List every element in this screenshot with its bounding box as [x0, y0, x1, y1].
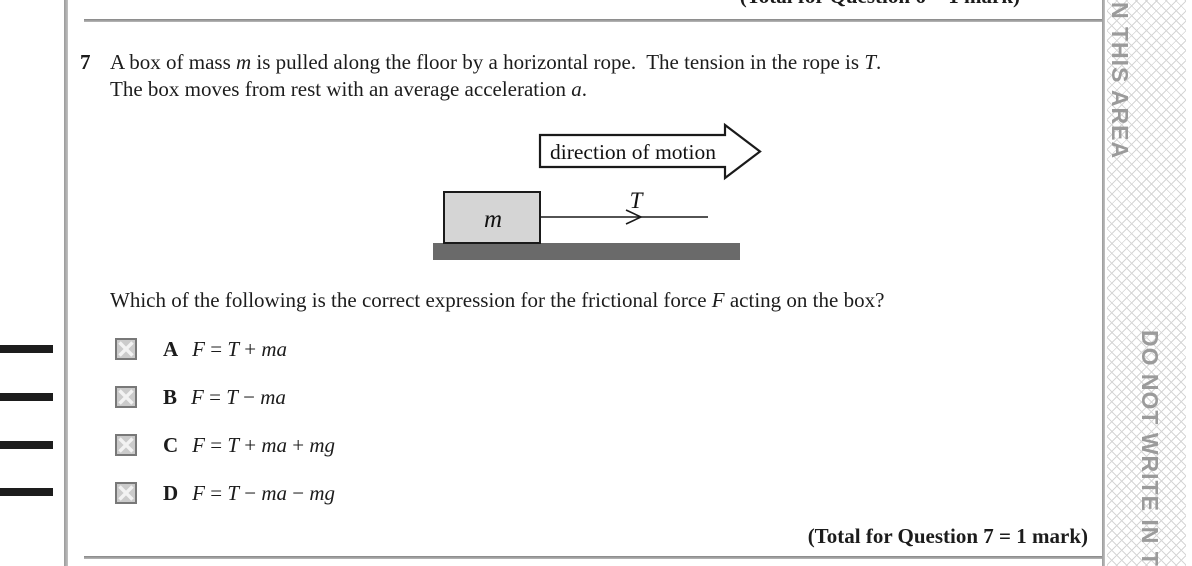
prev-question-total: (Total for Question 6 = 1 mark)	[740, 0, 1020, 7]
option-letter: C	[163, 432, 179, 457]
binding-mark	[0, 441, 53, 449]
mass-label: m	[484, 206, 502, 233]
option-formula: F = T − ma − mg	[192, 480, 336, 505]
left-page-border	[64, 0, 68, 566]
option-checkbox-c[interactable]	[115, 434, 137, 456]
tension-label: T	[630, 188, 645, 213]
option-formula: F = T + ma + mg	[192, 432, 336, 457]
option-checkbox-b[interactable]	[115, 386, 137, 408]
direction-arrow-outline	[538, 122, 762, 181]
question-number: 7	[80, 50, 91, 74]
question-prompt: Which of the following is the correct ex…	[110, 288, 885, 312]
right-page-border	[1102, 0, 1105, 566]
option-row-c: C F = T + ma + mg	[115, 433, 335, 457]
cross-icon	[118, 341, 134, 357]
binding-mark	[0, 393, 53, 401]
direction-label: direction of motion	[550, 140, 716, 164]
margin-text-bottom: DO NOT WRITE IN THIS	[1137, 330, 1163, 566]
cross-icon	[118, 485, 134, 501]
option-checkbox-a[interactable]	[115, 338, 137, 360]
stem-line-2: The box moves from rest with an average …	[110, 77, 587, 101]
option-formula: F = T + ma	[192, 336, 288, 361]
cross-icon	[118, 389, 134, 405]
option-letter: A	[163, 336, 179, 361]
binding-mark	[0, 345, 53, 353]
stem-line-1: A box of mass m is pulled along the floo…	[110, 50, 882, 74]
do-not-write-margin	[1107, 0, 1186, 566]
floor-bar	[433, 243, 740, 260]
question-diagram: direction of motion m T	[433, 122, 762, 260]
bottom-rule	[84, 556, 1102, 559]
option-checkbox-d[interactable]	[115, 482, 137, 504]
option-letter: B	[163, 384, 178, 409]
binding-mark	[0, 488, 53, 496]
option-row-d: D F = T − ma − mg	[115, 481, 335, 505]
question-stem: A box of mass m is pulled along the floo…	[110, 49, 1060, 103]
option-formula: F = T − ma	[191, 384, 286, 409]
rope-arrowhead	[625, 209, 643, 225]
mass-box	[443, 191, 541, 244]
cross-icon	[118, 437, 134, 453]
option-row-a: A F = T + ma	[115, 337, 287, 361]
question-total: (Total for Question 7 = 1 mark)	[807, 524, 1088, 548]
option-letter: D	[163, 480, 179, 505]
margin-text-top: N THIS AREA	[1107, 2, 1133, 160]
top-rule	[84, 19, 1102, 22]
option-row-b: B F = T − ma	[115, 385, 286, 409]
